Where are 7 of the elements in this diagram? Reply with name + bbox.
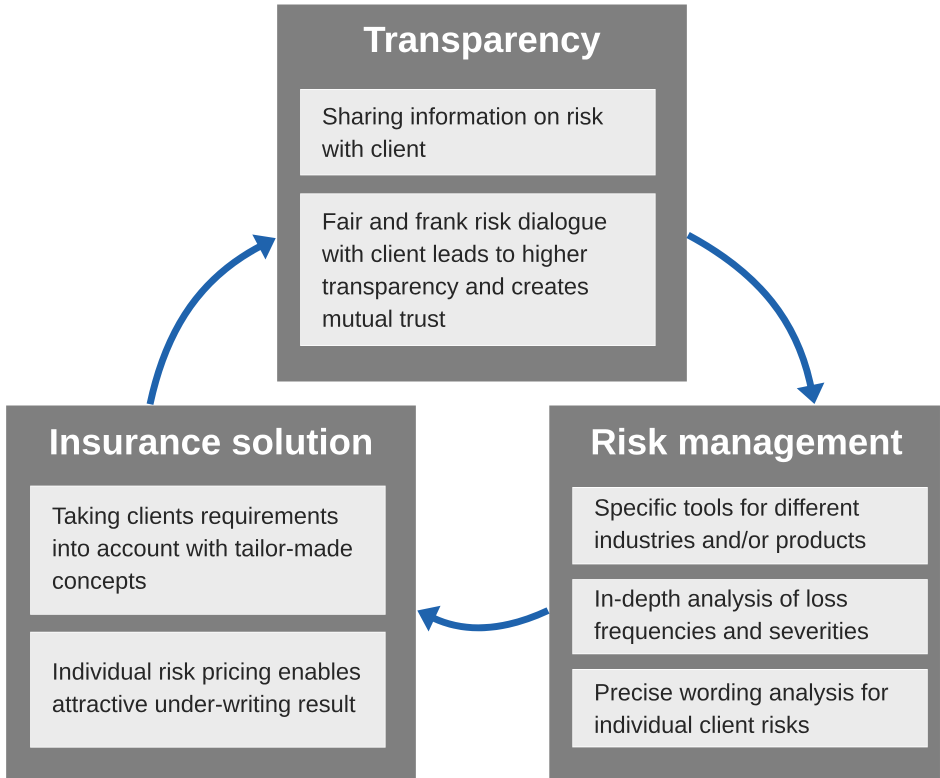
text-box: Fair and frank risk dialogue with client leads to higher transparency and creates mutual trust bbox=[300, 193, 656, 346]
text-box: Precise wording analysis for individual client risks bbox=[572, 669, 928, 748]
text-box: Individual risk pricing enables attractive under-writing result bbox=[30, 632, 386, 748]
text-box: In-depth analysis of loss frequencies and severities bbox=[572, 579, 928, 654]
text-box: Taking clients requirements into account with tailor-made concepts bbox=[30, 486, 386, 615]
text-box: Sharing information on risk with client bbox=[300, 88, 656, 176]
text-box: Specific tools for different industries and/or products bbox=[572, 487, 928, 564]
